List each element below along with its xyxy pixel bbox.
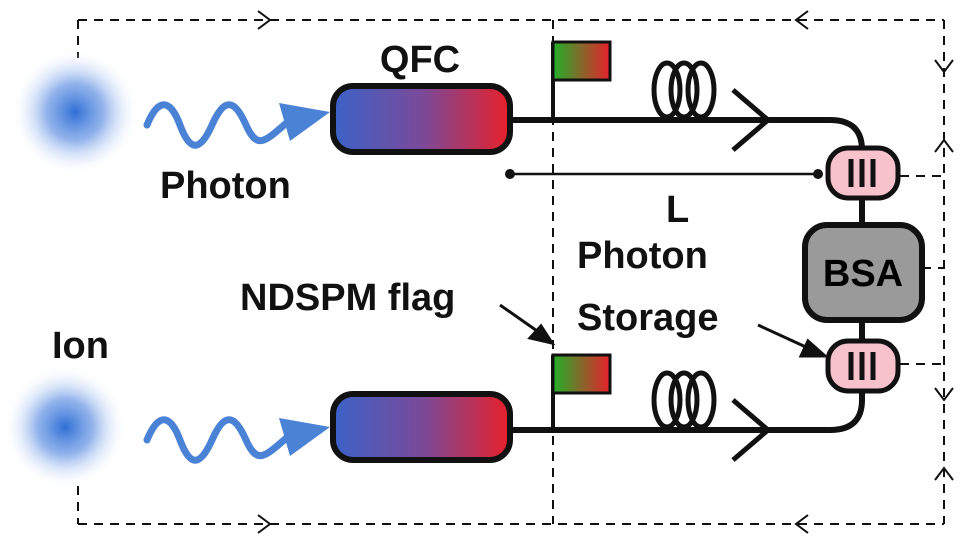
annotation-arrows [499,303,829,358]
classical-communication-lines [77,19,945,525]
photon-wave-bottom [143,416,330,464]
ndspm-flag-bottom [551,353,612,430]
fiber-spool-top [651,60,717,120]
arrow-down-right-2 [934,387,954,402]
quantum-memory-bottom [825,338,901,394]
qfc-unit-bottom [330,391,513,463]
ndspm-flag-label: NDSPM flag [240,277,455,319]
photon-wave-top [143,101,330,149]
arrow-left-top [794,10,809,30]
arrow-right-bottom [257,514,272,534]
fiber-spool-bottom [651,370,717,430]
qfc-unit-top [330,83,513,155]
photon-arrow-head-top [279,103,330,141]
photon-label: Photon [160,165,291,207]
photon-storage-label-line2: Storage [577,297,718,339]
photon-storage-label-line1: Photon [577,235,708,277]
distance-label: L [666,189,689,231]
fiber-top [507,117,865,163]
arrow-down-right-1 [934,59,954,74]
arrow-up-right-1 [934,138,954,153]
bsa-box [802,222,925,323]
photon-arrow-head-bottom [279,418,330,456]
storage-pointer-line [757,323,809,350]
ion-label: Ion [52,325,109,367]
bsa-label: BSA [823,253,903,295]
ndspm-pointer-line [499,303,541,335]
fiber-bottom [507,377,865,433]
ndspm-flag-top [551,40,612,120]
storage-pointer-head [798,338,829,358]
ion-top [11,48,139,176]
arrow-up-right-2 [934,466,954,481]
ion-bottom [3,365,127,489]
ndspm-pointer-head [527,323,556,346]
fiber-arrow-bottom [731,398,772,462]
arrow-right-top [257,10,272,30]
qfc-label: QFC [380,39,460,81]
dashed-line-arrows [257,10,954,534]
arrow-left-bottom [794,514,809,534]
quantum-memory-top [825,145,901,201]
distance-marker [505,169,823,179]
fiber-direction-arrows [731,88,772,462]
fiber-arrow-top [731,88,772,152]
